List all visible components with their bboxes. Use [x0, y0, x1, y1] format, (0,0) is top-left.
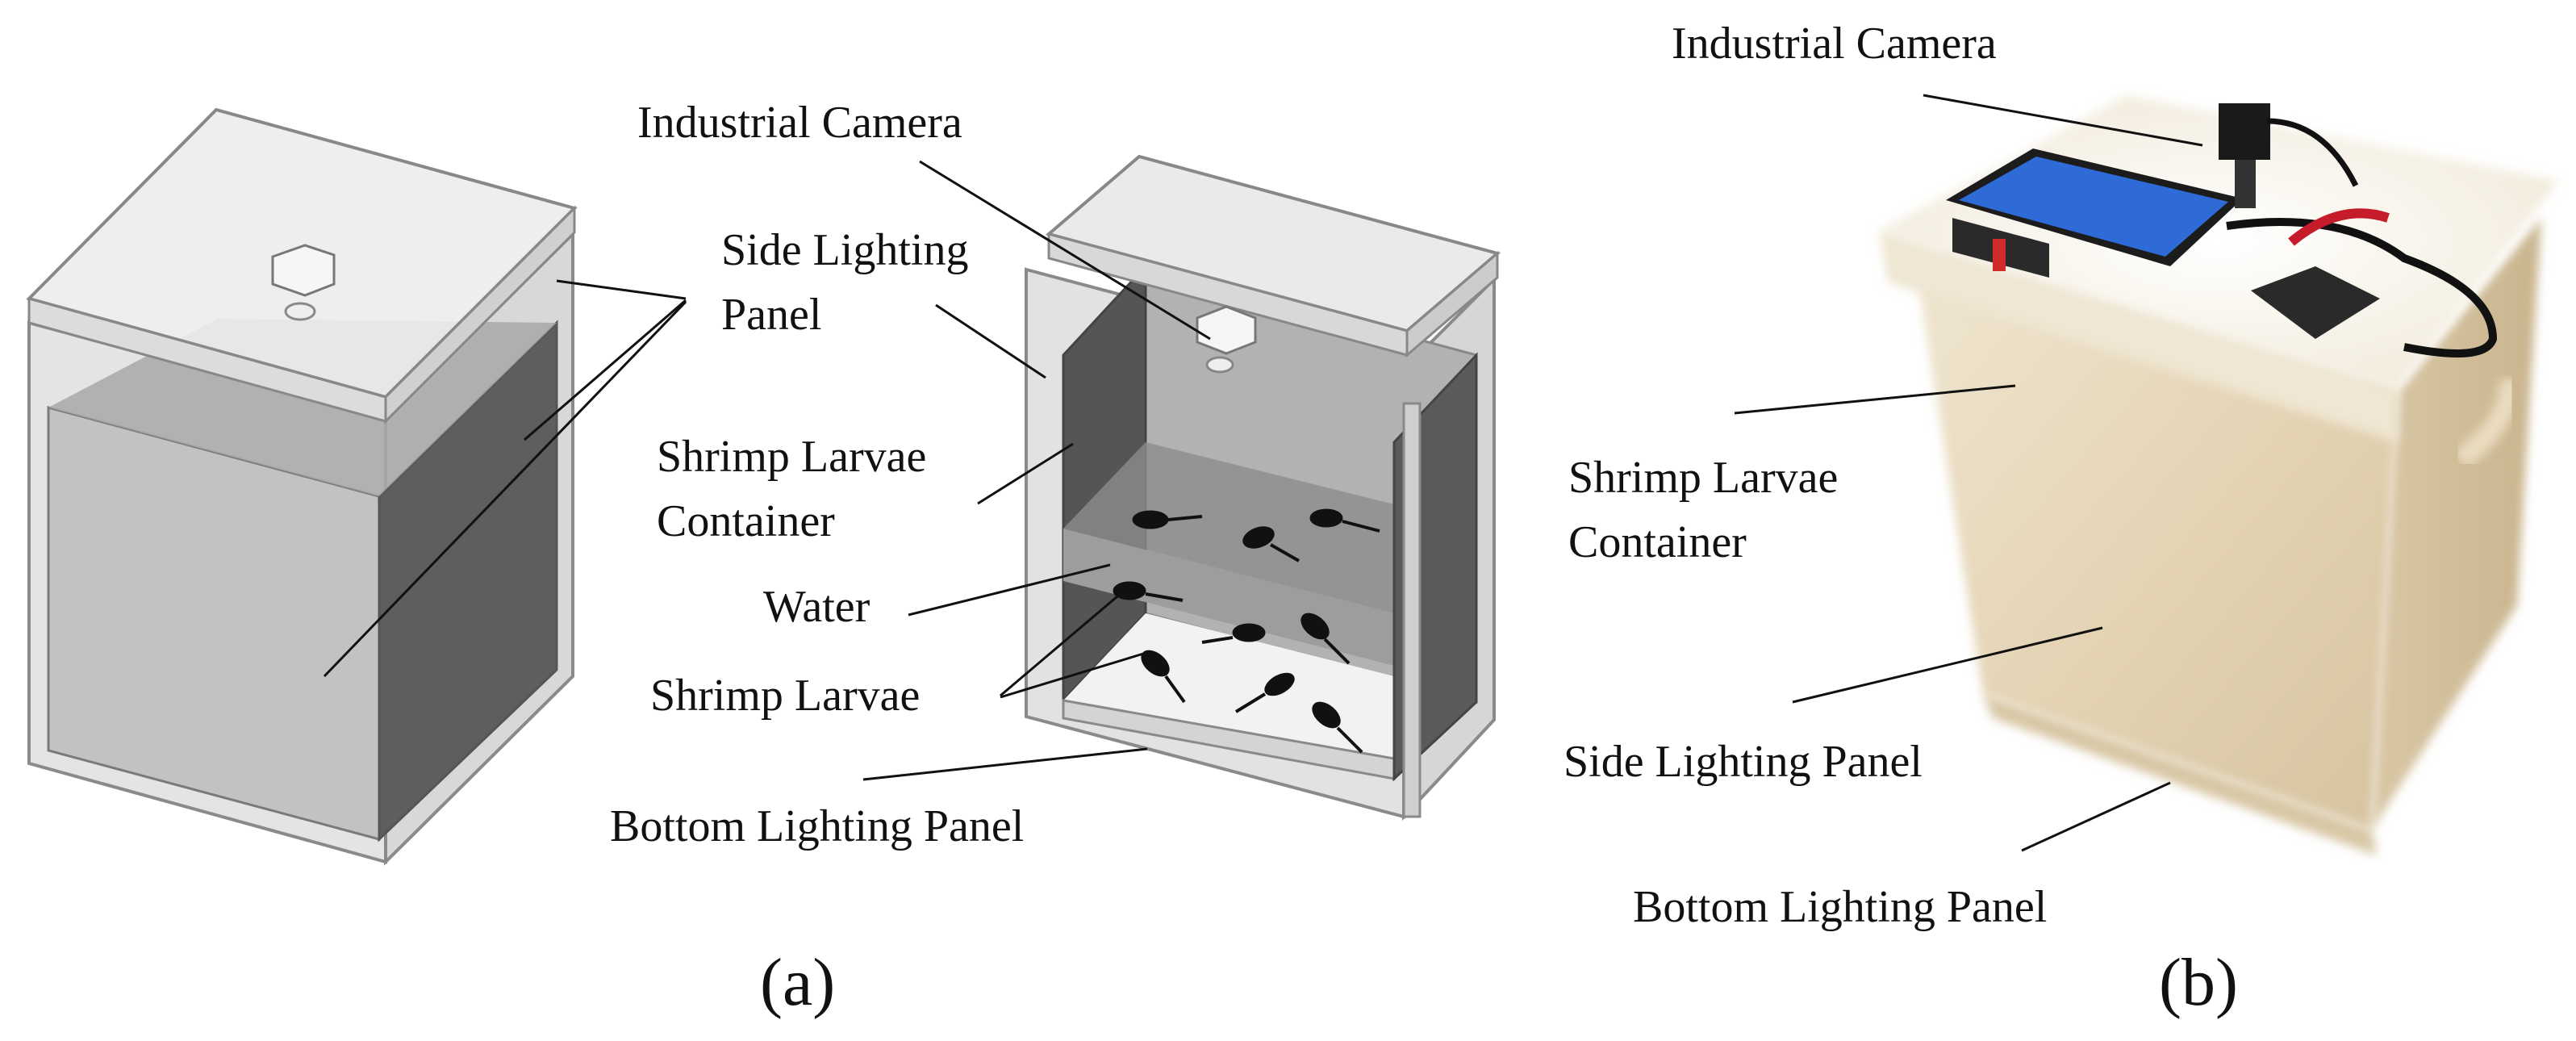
cutaway-box-illustration: [1025, 154, 1501, 822]
leader-side-panel-a-4: [935, 303, 1046, 379]
photo-cable-red: [2288, 208, 2390, 246]
panel-a-leader-lines: [323, 160, 1211, 781]
caption-b: (b): [2159, 945, 2238, 1020]
photo-tablet-screen: [1959, 157, 2228, 257]
label-container-b-line2: Container: [1568, 517, 1747, 567]
photo-bottom-rim: [1983, 694, 2377, 855]
photo-lid-front-edge: [1880, 231, 2398, 442]
cutaway-bottom-floor: [1063, 613, 1394, 759]
photo-camera: [2219, 103, 2270, 160]
leader-container-a: [977, 442, 1074, 505]
label-container-a-line2: Container: [657, 496, 835, 546]
photo-body-side: [2372, 218, 2541, 830]
leader-container-b: [1734, 384, 2016, 415]
device-photo: [1880, 95, 2559, 855]
photo-camera-mount: [2235, 160, 2256, 208]
cutaway-water-surface: [1063, 442, 1394, 613]
leader-side-panel-a-1: [556, 279, 687, 300]
closed-box-illustration: [26, 107, 578, 866]
leader-larvae-a-1: [1000, 586, 1129, 697]
leader-camera-a: [919, 160, 1211, 341]
shrimp-larva: [1309, 508, 1380, 533]
label-container-a-line1: Shrimp Larvae: [657, 432, 927, 482]
photo-handle: [2453, 378, 2520, 469]
shrimp-larva: [1141, 650, 1186, 704]
shrimp-larva: [1312, 701, 1363, 754]
shrimp-larvae-group: [1113, 508, 1380, 754]
label-side-lighting-panel-a-line2: Panel: [721, 290, 822, 340]
leader-bottom-panel-b: [2021, 781, 2171, 852]
shrimp-larva: [1234, 672, 1295, 713]
cutaway-camera: [1196, 305, 1257, 355]
label-bottom-lighting-panel-a: Bottom Lighting Panel: [610, 801, 1025, 851]
caption-a: (a): [760, 945, 836, 1020]
label-shrimp-larvae-a: Shrimp Larvae: [650, 671, 921, 721]
leader-larvae-a-2: [1000, 650, 1150, 699]
closed-box-inner-side-wall: [378, 320, 558, 842]
label-bottom-lighting-panel-b: Bottom Lighting Panel: [1633, 882, 2048, 932]
closed-box-camera: [271, 244, 336, 297]
label-side-lighting-panel-b: Side Lighting Panel: [1564, 737, 1923, 787]
shrimp-larva: [1113, 581, 1184, 602]
cutaway-right-wall-front: [1402, 402, 1422, 818]
closed-box-lid-side-edge: [384, 205, 576, 424]
closed-box-camera-lens: [284, 302, 316, 321]
leader-side-panel-a-3: [323, 300, 687, 678]
photo-cable-black-2: [2266, 118, 2359, 187]
leader-side-panel-b: [1792, 626, 2103, 704]
leader-water-a: [908, 563, 1111, 617]
leader-side-panel-a-2: [524, 299, 687, 441]
label-industrial-camera-a: Industrial Camera: [637, 98, 962, 148]
photo-board: [2251, 266, 2380, 339]
cutaway-camera-lens: [1205, 356, 1234, 374]
photo-body-front: [1917, 274, 2398, 830]
cutaway-lid-side-edge: [1405, 250, 1499, 358]
panel-b-leader-lines: [1734, 94, 2203, 852]
shrimp-larva: [1201, 623, 1266, 644]
label-container-b-line1: Shrimp Larvae: [1568, 453, 1839, 503]
shrimp-larva: [1132, 510, 1203, 529]
leader-camera-b: [1923, 94, 2203, 147]
shrimp-larva: [1301, 612, 1351, 665]
leader-bottom-panel-a: [862, 747, 1148, 781]
label-side-lighting-panel-a-line1: Side Lighting: [721, 225, 969, 275]
label-water-a: Water: [763, 582, 870, 632]
photo-battery-red-band: [1993, 239, 2006, 271]
shrimp-larva: [1242, 526, 1300, 562]
label-industrial-camera-b: Industrial Camera: [1672, 19, 1997, 69]
